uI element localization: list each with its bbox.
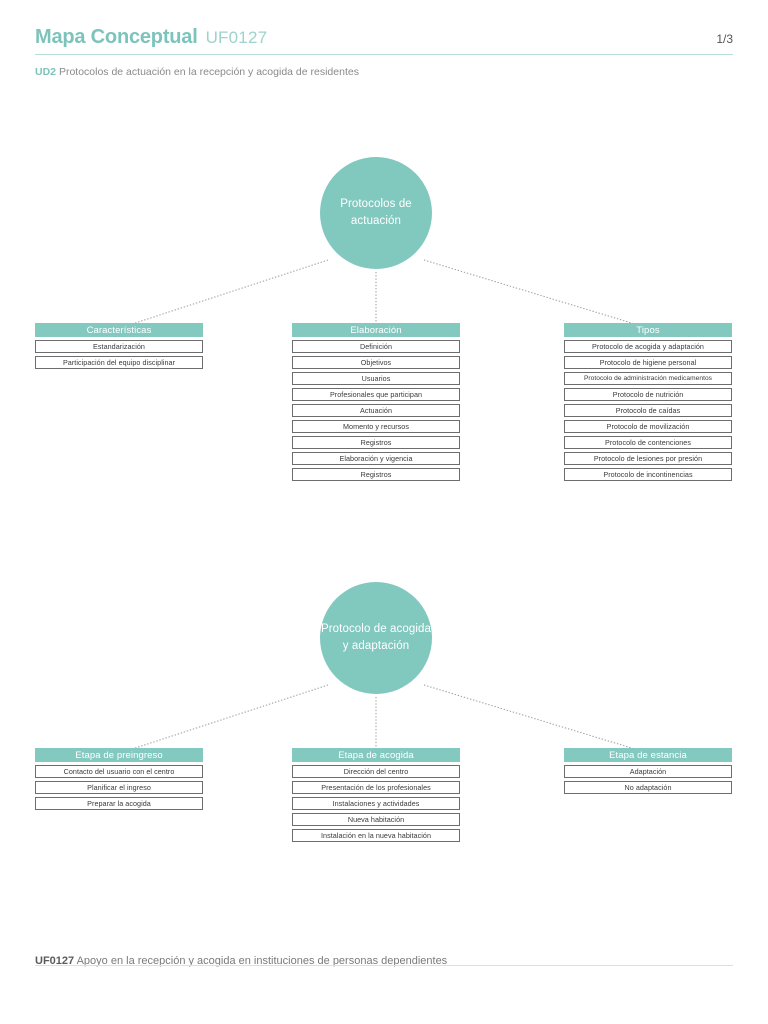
column-elaboracion: Elaboración Definición Objetivos Usuario… — [292, 323, 460, 481]
header-divider — [35, 54, 733, 55]
root-node-label: Protocolo de acogida y adaptación — [320, 623, 432, 652]
list-item[interactable]: Planificar el ingreso — [35, 781, 203, 794]
list-item[interactable]: Presentación de los profesionales — [292, 781, 460, 794]
list-item[interactable]: Protocolo de caídas — [564, 404, 732, 417]
list-item[interactable]: Definición — [292, 340, 460, 353]
connector-right — [423, 684, 649, 754]
list-item[interactable]: Contacto del usuario con el centro — [35, 765, 203, 778]
list-item[interactable]: Registros — [292, 436, 460, 449]
diagram-protocolo-de-acogida-y-adaptacion: Protocolo de acogida y adaptación Etapa … — [0, 575, 768, 875]
list-item[interactable]: Estandarización — [35, 340, 203, 353]
connector-right — [423, 259, 649, 329]
column-header-tipos[interactable]: Tipos — [564, 323, 732, 337]
list-item[interactable]: Protocolo de incontinencias — [564, 468, 732, 481]
connector-left — [119, 684, 329, 754]
header-title-row: Mapa Conceptual UF0127 1/3 — [35, 26, 733, 49]
list-item[interactable]: Objetivos — [292, 356, 460, 369]
list-item[interactable]: Protocolo de nutrición — [564, 388, 732, 401]
column-header-caracteristicas[interactable]: Características — [35, 323, 203, 337]
list-item[interactable]: Profesionales que participan — [292, 388, 460, 401]
list-item[interactable]: Adaptación — [564, 765, 732, 778]
footer-code: UF0127 — [35, 955, 75, 967]
column-caracteristicas: Características Estandarización Particip… — [35, 323, 203, 369]
list-item[interactable]: Registros — [292, 468, 460, 481]
list-item[interactable]: Protocolo de administración medicamentos — [564, 372, 732, 385]
list-item[interactable]: Protocolo de lesiones por presión — [564, 452, 732, 465]
list-item[interactable]: Protocolo de higiene personal — [564, 356, 732, 369]
column-header-etapa-de-estancia[interactable]: Etapa de estancia — [564, 748, 732, 762]
list-item[interactable]: Instalaciones y actividades — [292, 797, 460, 810]
page-subtitle: UD2 Protocolos de actuación en la recepc… — [35, 66, 359, 78]
list-item[interactable]: No adaptación — [564, 781, 732, 794]
root-node-label: Protocolos de actuación — [340, 198, 412, 227]
footer-divider — [35, 965, 733, 966]
unit-label: UD2 — [35, 66, 57, 78]
page-number: 1/3 — [716, 32, 733, 46]
list-item[interactable]: Participación del equipo disciplinar — [35, 356, 203, 369]
unit-title: Protocolos de actuación en la recepción … — [58, 66, 359, 78]
page-title: Mapa Conceptual — [35, 26, 198, 48]
column-etapa-de-preingreso: Etapa de preingreso Contacto del usuario… — [35, 748, 203, 810]
list-item[interactable]: Dirección del centro — [292, 765, 460, 778]
list-item[interactable]: Momento y recursos — [292, 420, 460, 433]
list-item[interactable]: Actuación — [292, 404, 460, 417]
column-header-etapa-de-preingreso[interactable]: Etapa de preingreso — [35, 748, 203, 762]
list-item[interactable]: Protocolo de movilización — [564, 420, 732, 433]
column-header-elaboracion[interactable]: Elaboración — [292, 323, 460, 337]
page-footer: UF0127 Apoyo en la recepción y acogida e… — [35, 955, 447, 967]
connector-left — [119, 259, 329, 329]
list-item[interactable]: Nueva habitación — [292, 813, 460, 826]
list-item[interactable]: Protocolo de contenciones — [564, 436, 732, 449]
column-tipos: Tipos Protocolo de acogida y adaptación … — [564, 323, 732, 481]
list-item[interactable]: Instalación en la nueva habitación — [292, 829, 460, 842]
root-node-diagram-2: Protocolo de acogida y adaptación — [320, 582, 432, 694]
list-item[interactable]: Preparar la acogida — [35, 797, 203, 810]
column-etapa-de-acogida: Etapa de acogida Dirección del centro Pr… — [292, 748, 460, 842]
list-item[interactable]: Elaboración y vigencia — [292, 452, 460, 465]
column-header-etapa-de-acogida[interactable]: Etapa de acogida — [292, 748, 460, 762]
page-header: Mapa Conceptual UF0127 1/3 UD2 Protocolo… — [0, 0, 768, 92]
list-item[interactable]: Protocolo de acogida y adaptación — [564, 340, 732, 353]
list-item[interactable]: Usuarios — [292, 372, 460, 385]
footer-label: Apoyo en la recepción y acogida en insti… — [76, 955, 448, 967]
root-node-diagram-1: Protocolos de actuación — [320, 157, 432, 269]
page-title-code: UF0127 — [205, 28, 268, 47]
column-etapa-de-estancia: Etapa de estancia Adaptación No adaptaci… — [564, 748, 732, 794]
diagram-protocolos-de-actuacion: Protocolos de actuación Características … — [0, 150, 768, 510]
